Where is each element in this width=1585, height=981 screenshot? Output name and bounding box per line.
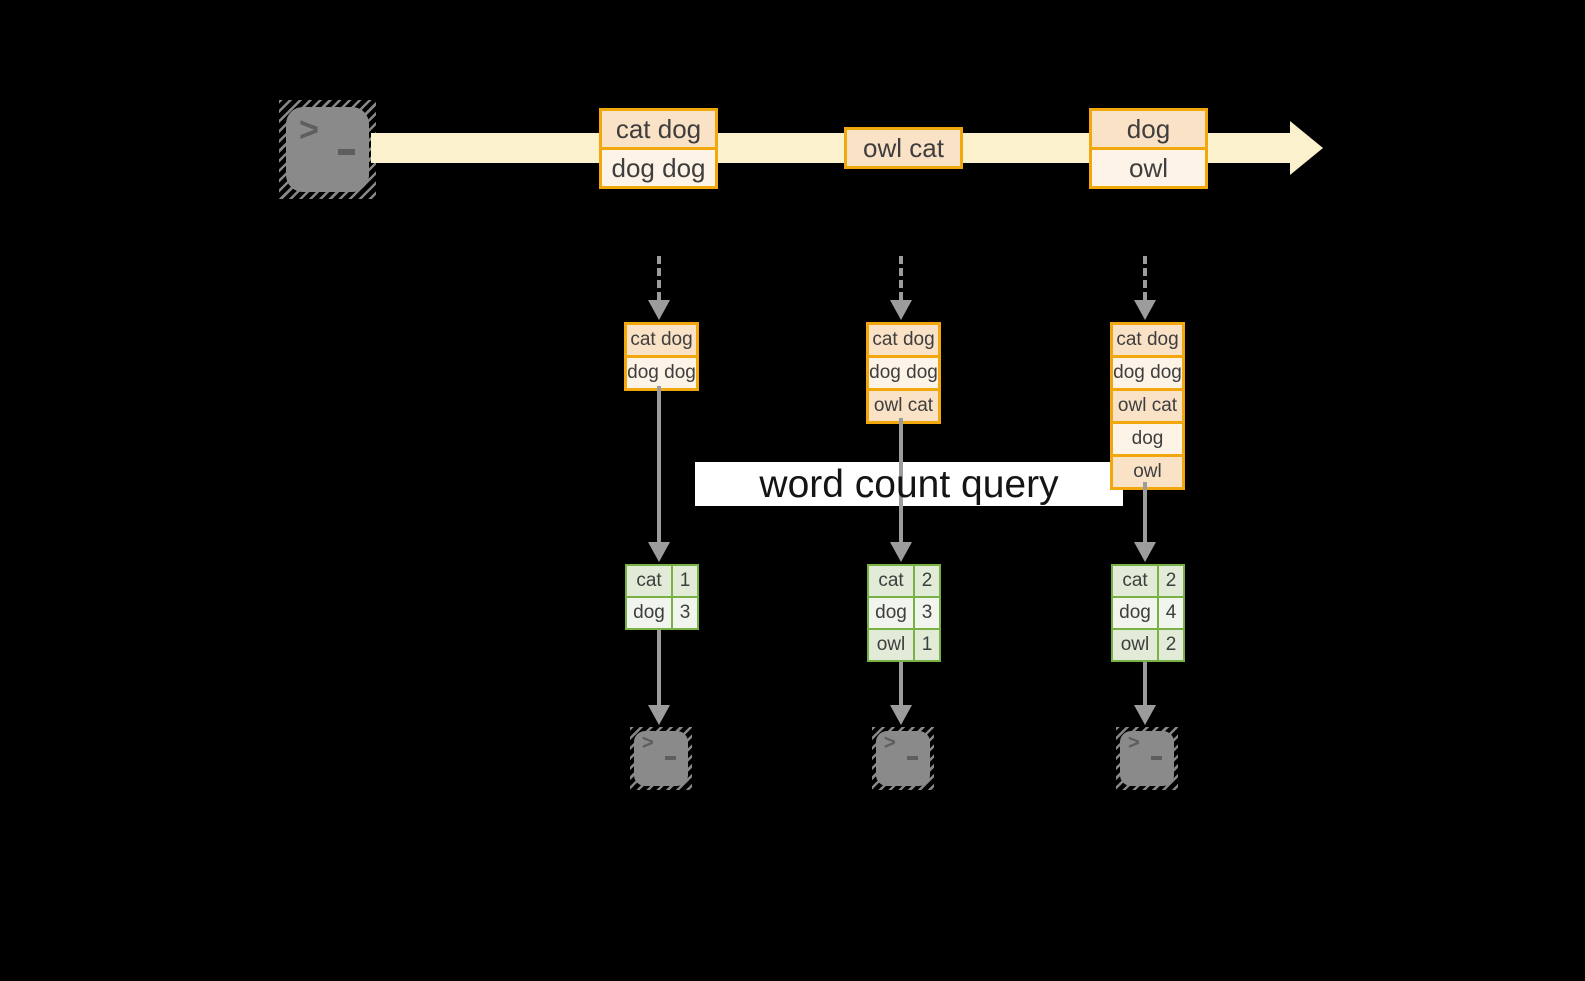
result-count: 1 bbox=[673, 566, 697, 596]
input-record: dog bbox=[1113, 421, 1182, 454]
stream-timeline-arrowhead-icon bbox=[1290, 121, 1323, 175]
result-count: 2 bbox=[915, 566, 939, 596]
input-record: dog dog bbox=[869, 355, 938, 388]
result-count: 1 bbox=[915, 630, 939, 660]
sink-terminal-icon-3: > bbox=[1116, 727, 1178, 790]
batch-record: dog dog bbox=[602, 147, 715, 186]
batch-record: owl bbox=[1092, 147, 1205, 186]
terminal-screen: > bbox=[286, 107, 369, 192]
batch-record: dog bbox=[1092, 111, 1205, 147]
trigger-arrow-dashed-2 bbox=[899, 256, 903, 300]
input-record: owl bbox=[1113, 454, 1182, 487]
terminal-cursor-icon bbox=[907, 756, 918, 760]
input-record: dog dog bbox=[627, 355, 696, 388]
output-arrow-line-2 bbox=[899, 662, 903, 705]
batch-record: cat dog bbox=[602, 111, 715, 147]
input-record: owl cat bbox=[869, 388, 938, 421]
batch-record: owl cat bbox=[847, 130, 960, 166]
terminal-prompt-icon: > bbox=[884, 732, 896, 754]
result-word: cat bbox=[627, 566, 671, 596]
result-count: 2 bbox=[1159, 630, 1183, 660]
sink-terminal-icon-2: > bbox=[872, 727, 934, 790]
input-record: cat dog bbox=[1113, 325, 1182, 355]
trigger-arrowhead-icon bbox=[648, 300, 670, 320]
terminal-screen: > bbox=[634, 731, 688, 786]
source-terminal-icon: > bbox=[279, 100, 376, 199]
query-label: word count query bbox=[759, 463, 1059, 506]
terminal-screen: > bbox=[876, 731, 930, 786]
input-record: cat dog bbox=[627, 325, 696, 355]
result-table-3: cat 2 dog 4 owl 2 bbox=[1111, 564, 1185, 662]
result-word: owl bbox=[1113, 630, 1157, 660]
batch-box-2: owl cat bbox=[844, 127, 963, 169]
sink-terminal-icon-1: > bbox=[630, 727, 692, 790]
trigger-arrowhead-icon bbox=[1134, 300, 1156, 320]
output-arrowhead-icon bbox=[890, 705, 912, 725]
terminal-screen: > bbox=[1120, 731, 1174, 786]
query-arrowhead-icon bbox=[648, 542, 670, 562]
input-record: cat dog bbox=[869, 325, 938, 355]
terminal-cursor-icon bbox=[338, 149, 355, 155]
result-table-1: cat 1 dog 3 bbox=[625, 564, 699, 630]
result-count: 3 bbox=[915, 598, 939, 628]
result-count: 2 bbox=[1159, 566, 1183, 596]
terminal-cursor-icon bbox=[665, 756, 676, 760]
result-word: dog bbox=[627, 598, 671, 628]
result-word: cat bbox=[869, 566, 913, 596]
terminal-prompt-icon: > bbox=[299, 111, 319, 149]
terminal-prompt-icon: > bbox=[642, 732, 654, 754]
terminal-prompt-icon: > bbox=[1128, 732, 1140, 754]
result-count: 4 bbox=[1159, 598, 1183, 628]
query-arrowhead-icon bbox=[1134, 542, 1156, 562]
input-table-2: cat dog dog dog owl cat bbox=[866, 322, 941, 424]
input-table-1: cat dog dog dog bbox=[624, 322, 699, 391]
output-arrow-line-3 bbox=[1143, 662, 1147, 705]
query-band bbox=[695, 462, 1123, 506]
result-table-2: cat 2 dog 3 owl 1 bbox=[867, 564, 941, 662]
result-word: cat bbox=[1113, 566, 1157, 596]
trigger-arrow-dashed-1 bbox=[657, 256, 661, 300]
result-word: owl bbox=[869, 630, 913, 660]
query-arrow-line-1 bbox=[657, 386, 661, 542]
trigger-arrow-dashed-3 bbox=[1143, 256, 1147, 300]
result-count: 3 bbox=[673, 598, 697, 628]
input-record: owl cat bbox=[1113, 388, 1182, 421]
input-record: dog dog bbox=[1113, 355, 1182, 388]
trigger-arrowhead-icon bbox=[890, 300, 912, 320]
output-arrowhead-icon bbox=[648, 705, 670, 725]
result-word: dog bbox=[1113, 598, 1157, 628]
output-arrow-line-1 bbox=[657, 630, 661, 705]
query-arrowhead-icon bbox=[890, 542, 912, 562]
batch-box-1: cat dog dog dog bbox=[599, 108, 718, 189]
query-arrow-line-3 bbox=[1143, 482, 1147, 542]
batch-box-3: dog owl bbox=[1089, 108, 1208, 189]
result-word: dog bbox=[869, 598, 913, 628]
terminal-cursor-icon bbox=[1151, 756, 1162, 760]
query-arrow-line-2 bbox=[899, 418, 903, 542]
input-table-3: cat dog dog dog owl cat dog owl bbox=[1110, 322, 1185, 490]
output-arrowhead-icon bbox=[1134, 705, 1156, 725]
